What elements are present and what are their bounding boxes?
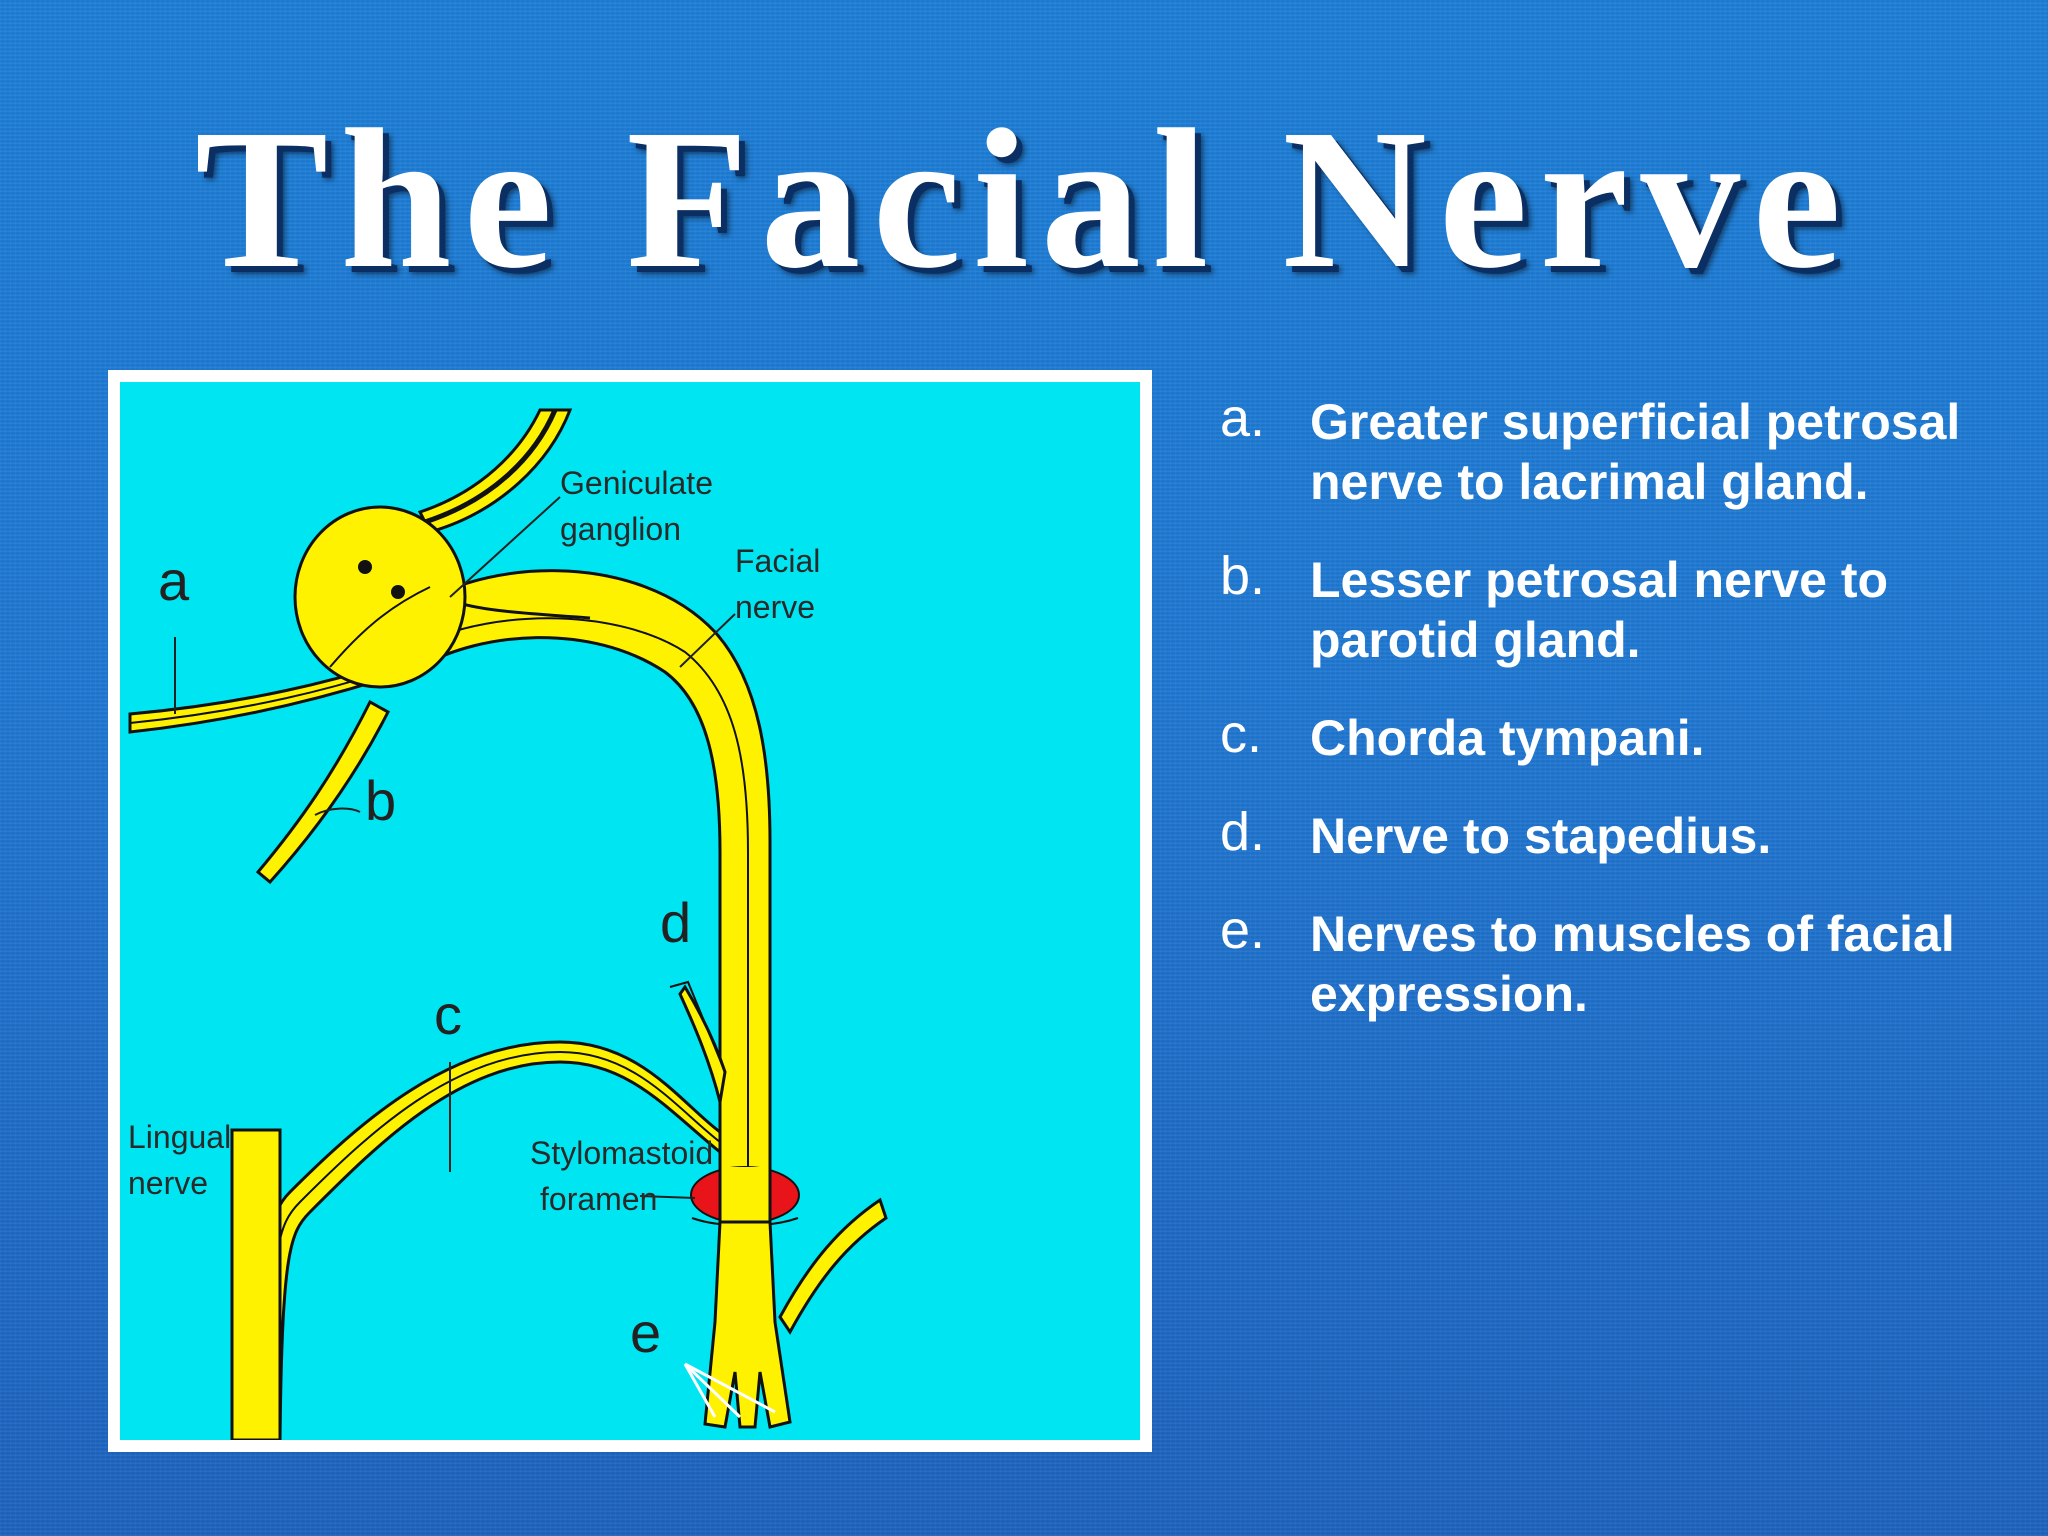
legend-item-b: b. Lesser petrosal nerve to parotid glan… — [1220, 546, 2030, 670]
legend-item-e: e. Nerves to muscles of facial expressio… — [1220, 900, 2030, 1024]
legend-text: Nerves to muscles of facial expression. — [1310, 906, 1955, 1022]
letter-b: b — [365, 769, 396, 832]
label-stylomastoid-line1: Stylomastoid — [530, 1135, 713, 1171]
letter-a: a — [158, 549, 190, 612]
letter-c: c — [434, 983, 462, 1046]
legend-list: a. Greater superficial petrosal nerve to… — [1220, 388, 2030, 1058]
legend-letter: a. — [1220, 388, 1266, 448]
legend-letter: e. — [1220, 900, 1266, 960]
legend-text: Chorda tympani. — [1310, 710, 1705, 766]
branch-d-nerve — [678, 984, 727, 1103]
diagram-background — [120, 382, 1140, 1440]
label-lingual-line2: nerve — [128, 1165, 208, 1201]
ganglion-cell-dot — [391, 585, 405, 599]
branch-d-outline — [669, 980, 726, 1073]
facial-nerve-diagram: Geniculate ganglion Facial nerve Lingual… — [108, 370, 1152, 1452]
branch-c-chorda-tympani — [256, 1040, 722, 1440]
legend-text: Greater superficial petrosal nerve to la… — [1310, 394, 1961, 510]
ganglion-cell-dot — [358, 560, 372, 574]
legend-item-d: d. Nerve to stapedius. — [1220, 802, 2030, 866]
label-facial-line2: nerve — [735, 589, 815, 625]
ganglion-inner-line — [329, 586, 431, 668]
legend-text: Lesser petrosal nerve to parotid gland. — [1310, 552, 1889, 668]
geniculate-ganglion — [293, 505, 467, 689]
letter-d: d — [660, 891, 691, 954]
leader-line-facial — [679, 613, 736, 668]
label-geniculate-line1: Geniculate — [560, 465, 713, 501]
legend-letter: b. — [1220, 546, 1266, 606]
legend-item-c: c. Chorda tympani. — [1220, 704, 2030, 768]
leader-line-e3 — [684, 1362, 776, 1414]
facial-nerve-inner-line — [419, 617, 749, 1192]
label-facial-line1: Facial — [735, 543, 820, 579]
trunk-foramen-edges — [718, 1167, 772, 1223]
legend-letter: c. — [1220, 704, 1263, 764]
page-title: The Facial Nerve — [194, 89, 1854, 310]
legend-item-a: a. Greater superficial petrosal nerve to… — [1220, 388, 2030, 512]
lingual-nerve — [230, 1128, 282, 1440]
legend-letter: d. — [1220, 802, 1266, 862]
leader-line-geniculate — [449, 496, 561, 598]
upper-fiber-line — [424, 409, 558, 525]
diagram-svg: Geniculate ganglion Facial nerve Lingual… — [120, 382, 1140, 1440]
label-stylomastoid-line2: foramen — [540, 1181, 657, 1217]
branch-b-nerve — [255, 699, 390, 885]
letter-e: e — [630, 1301, 661, 1364]
label-geniculate-line2: ganglion — [560, 511, 681, 547]
leader-line-e1 — [683, 1363, 717, 1418]
leader-line-stylomastoid — [639, 1195, 696, 1199]
label-lingual-line1: Lingual — [128, 1119, 231, 1155]
trunk-through-foramen — [720, 1167, 770, 1223]
posterior-auricular-branch — [778, 1197, 888, 1335]
leader-line-b — [314, 807, 361, 816]
legend-text: Nerve to stapedius. — [1310, 808, 1772, 864]
terminal-branches-e — [703, 1220, 792, 1429]
leader-line-e2 — [683, 1362, 742, 1419]
